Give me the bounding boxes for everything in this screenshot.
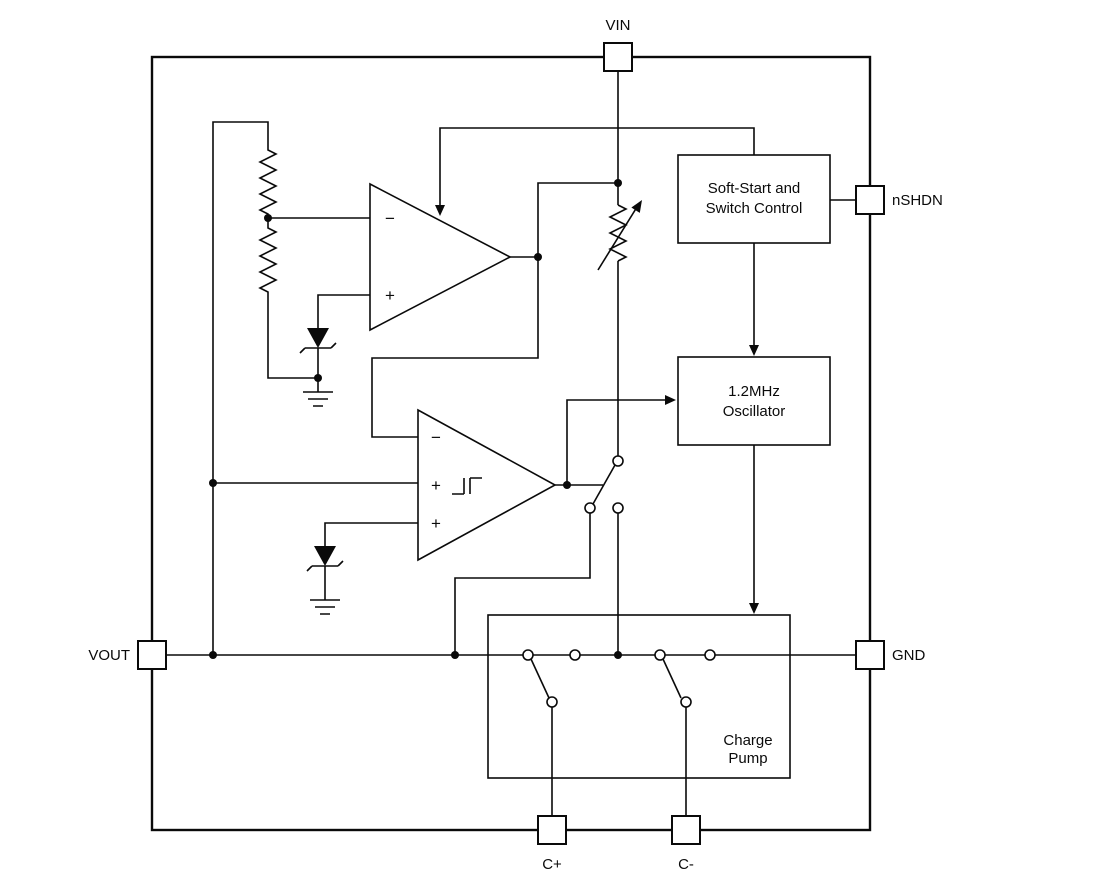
oscillator-label-line1: 1.2MHz <box>728 383 780 400</box>
wire-ref1 <box>317 294 370 392</box>
hysteresis-icon <box>452 477 482 495</box>
charge-pump-label-line1: Charge <box>723 732 772 749</box>
pin-label-vout: VOUT <box>88 647 130 664</box>
arrowhead-variable-resistor <box>631 200 642 213</box>
pin-gnd <box>855 640 885 670</box>
wire-ref2 <box>324 522 418 600</box>
comparator-plus-sign-2: + <box>431 514 441 533</box>
charge-pump-label-line2: Pump <box>728 750 767 767</box>
ground-symbol-2 <box>310 599 340 615</box>
wire-flying-caps <box>551 707 687 816</box>
pump-switch-1-lever <box>530 658 550 699</box>
arrowhead-softstart-osc <box>749 345 759 356</box>
wire-softstart-enable <box>439 127 755 206</box>
variable-resistor <box>608 204 628 262</box>
arrowhead-enable <box>435 205 445 216</box>
arrowhead-comp-osc <box>665 395 676 405</box>
comparator-plus-sign-1: + <box>431 476 441 495</box>
junction-dot <box>314 374 322 382</box>
comparator-minus-sign: − <box>431 428 441 447</box>
switch-contact <box>612 455 624 467</box>
zener-diode-1 <box>307 328 329 348</box>
zener-diode-2 <box>314 546 336 566</box>
pin-vout <box>137 640 167 670</box>
pin-vin <box>603 42 633 72</box>
junction-dot <box>614 651 622 659</box>
wire-divider-top-resistor <box>212 121 278 655</box>
soft-start-label-line2: Switch Control <box>706 200 803 217</box>
junction-dot <box>534 253 542 261</box>
junction-dot <box>451 651 459 659</box>
switch-contact <box>584 502 596 514</box>
junction-dot <box>209 479 217 487</box>
zener-2-cathode-bar <box>306 560 344 572</box>
oscillator-block <box>677 356 831 446</box>
error-amplifier <box>369 182 512 332</box>
switch-contact <box>654 649 666 661</box>
arrowhead-osc-pump <box>749 603 759 614</box>
variable-resistor-arrow-line <box>597 206 638 271</box>
soft-start-block <box>677 154 831 244</box>
pin-c-plus <box>537 815 567 845</box>
switch-contact <box>612 502 624 514</box>
pin-nshdn <box>855 185 885 215</box>
zener-1-cathode-bar <box>299 342 337 354</box>
switch-contact <box>680 696 692 708</box>
ground-symbol-1 <box>303 391 333 407</box>
switch-contact <box>569 649 581 661</box>
switch-contact <box>546 696 558 708</box>
wire-divider-bottom-resistor <box>258 218 318 379</box>
switch-contact <box>704 649 716 661</box>
pin-label-c-minus: C- <box>678 856 694 873</box>
pin-label-nshdn: nSHDN <box>892 192 943 209</box>
junction-dot <box>209 651 217 659</box>
switch-contact <box>522 649 534 661</box>
error-amp-minus-sign: − <box>385 209 395 228</box>
pin-label-gnd: GND <box>892 647 926 664</box>
mode-switch-lever <box>592 464 616 505</box>
hysteretic-comparator <box>417 408 557 562</box>
junction-dot <box>264 214 272 222</box>
junction-dot <box>614 179 622 187</box>
charge-pump-block <box>487 614 791 779</box>
pin-label-vin: VIN <box>605 17 630 34</box>
soft-start-label-line1: Soft-Start and <box>708 180 801 197</box>
oscillator-label-line2: Oscillator <box>723 403 786 420</box>
junction-dot <box>563 481 571 489</box>
wire-switch-branches <box>454 513 619 655</box>
pump-switch-2-lever <box>662 658 682 699</box>
chip-boundary <box>150 55 872 832</box>
error-amp-plus-sign: + <box>385 286 395 305</box>
wire-comp-minus-net <box>371 182 618 438</box>
pin-label-c-plus: C+ <box>542 856 562 873</box>
pin-c-minus <box>671 815 701 845</box>
